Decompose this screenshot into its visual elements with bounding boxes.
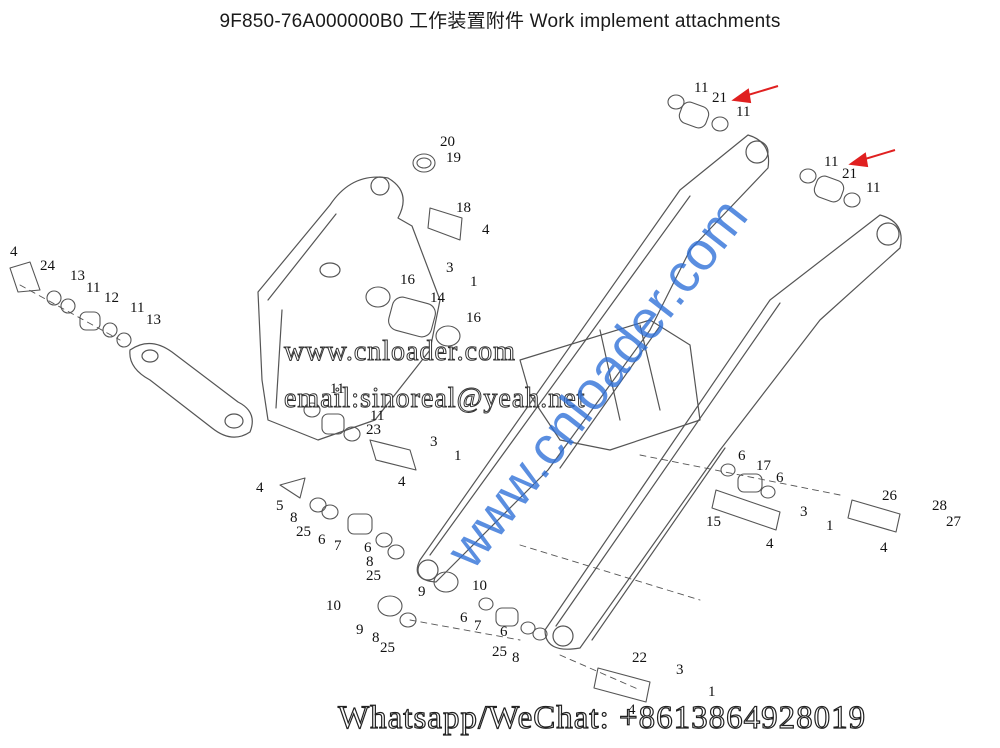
part-number-label: 4 <box>880 540 888 556</box>
part-number-label: 4 <box>482 222 490 238</box>
part-number-label: 6 <box>500 624 508 640</box>
part-number-label: 6 <box>776 470 784 486</box>
part-number-label: 7 <box>474 618 482 634</box>
part-number-label: 23 <box>366 422 381 438</box>
part-number-label: 9 <box>418 584 426 600</box>
part-number-label: 11 <box>736 104 750 120</box>
part-number-label: 19 <box>446 150 461 166</box>
part-number-label: 10 <box>472 578 487 594</box>
part-number-label: 21 <box>842 166 857 182</box>
part-number-label: 10 <box>326 598 341 614</box>
part-number-label: 13 <box>70 268 85 284</box>
part-number-label: 11 <box>330 381 344 397</box>
part-number-label: 3 <box>446 260 454 276</box>
part-number-label: 11 <box>694 80 708 96</box>
part-number-label: 25 <box>492 644 507 660</box>
cross-tube <box>519 319 701 451</box>
part-number-label: 11 <box>130 300 144 316</box>
part-number-label: 16 <box>400 272 416 288</box>
part-number-label: 17 <box>756 458 772 474</box>
part-number-label: 16 <box>466 310 482 326</box>
part-number-label: 13 <box>146 312 161 328</box>
part-number-label: 4 <box>398 474 406 490</box>
part-number-label: 6 <box>318 532 326 548</box>
part-number-label: 14 <box>430 290 446 306</box>
part-number-label: 1 <box>708 684 716 700</box>
part-number-label: 25 <box>296 524 311 540</box>
part-number-label: 5 <box>276 498 284 514</box>
part-number-label: 6 <box>738 448 746 464</box>
part-number-label: 27 <box>946 514 962 530</box>
part-number-label: 26 <box>882 488 898 504</box>
part-number-label: 21 <box>712 90 727 106</box>
part-number-label: 1 <box>470 274 478 290</box>
part-number-callouts: 1121111121112019184314241311121113161416… <box>10 80 962 718</box>
part-number-label: 1 <box>454 448 462 464</box>
part-number-label: 15 <box>706 514 721 530</box>
left-link-rod <box>129 342 253 438</box>
part-number-label: 8 <box>290 510 298 526</box>
part-number-label: 8 <box>372 630 380 646</box>
rear-boom-arm <box>544 214 902 650</box>
part-number-label: 12 <box>104 290 119 306</box>
part-number-label: 8 <box>512 650 520 666</box>
left-boom-arm <box>257 176 441 441</box>
part-number-label: 11 <box>824 154 838 170</box>
part-number-label: 11 <box>370 408 384 424</box>
part-number-label: 3 <box>676 662 684 678</box>
part-number-label: 6 <box>364 540 372 556</box>
part-number-label: 11 <box>866 180 880 196</box>
part-number-label: 4 <box>766 536 774 552</box>
part-number-label: 8 <box>366 554 374 570</box>
watermark-email: email:sinoreal@yeah.net <box>283 383 586 415</box>
watermark-site: www.cnloader.com <box>284 336 516 368</box>
part-number-label: 25 <box>380 640 395 656</box>
part-number-label: 3 <box>800 504 808 520</box>
diagram-title: 9F850-76A000000B0 工作装置附件 Work implement … <box>219 11 781 32</box>
red-arrow-icon <box>731 85 896 168</box>
part-number-label: 3 <box>430 434 438 450</box>
part-number-label: 4 <box>10 244 18 260</box>
part-number-label: 1 <box>826 518 834 534</box>
watermark-contact: Whatsapp/WeChat: +8613864928019 <box>337 699 867 736</box>
part-number-label: 25 <box>366 568 381 584</box>
part-number-label: 9 <box>356 622 364 638</box>
part-number-label: 6 <box>460 610 468 626</box>
pin-group <box>9 94 901 703</box>
part-number-label: 18 <box>456 200 471 216</box>
part-number-label: 11 <box>86 280 100 296</box>
part-number-label: 20 <box>440 134 455 150</box>
part-number-label: 28 <box>932 498 947 514</box>
part-number-label: 7 <box>334 538 342 554</box>
part-number-label: 22 <box>632 650 647 666</box>
part-number-label: 4 <box>256 480 264 496</box>
part-number-label: 24 <box>40 258 56 274</box>
part-number-label: 4 <box>628 702 636 718</box>
